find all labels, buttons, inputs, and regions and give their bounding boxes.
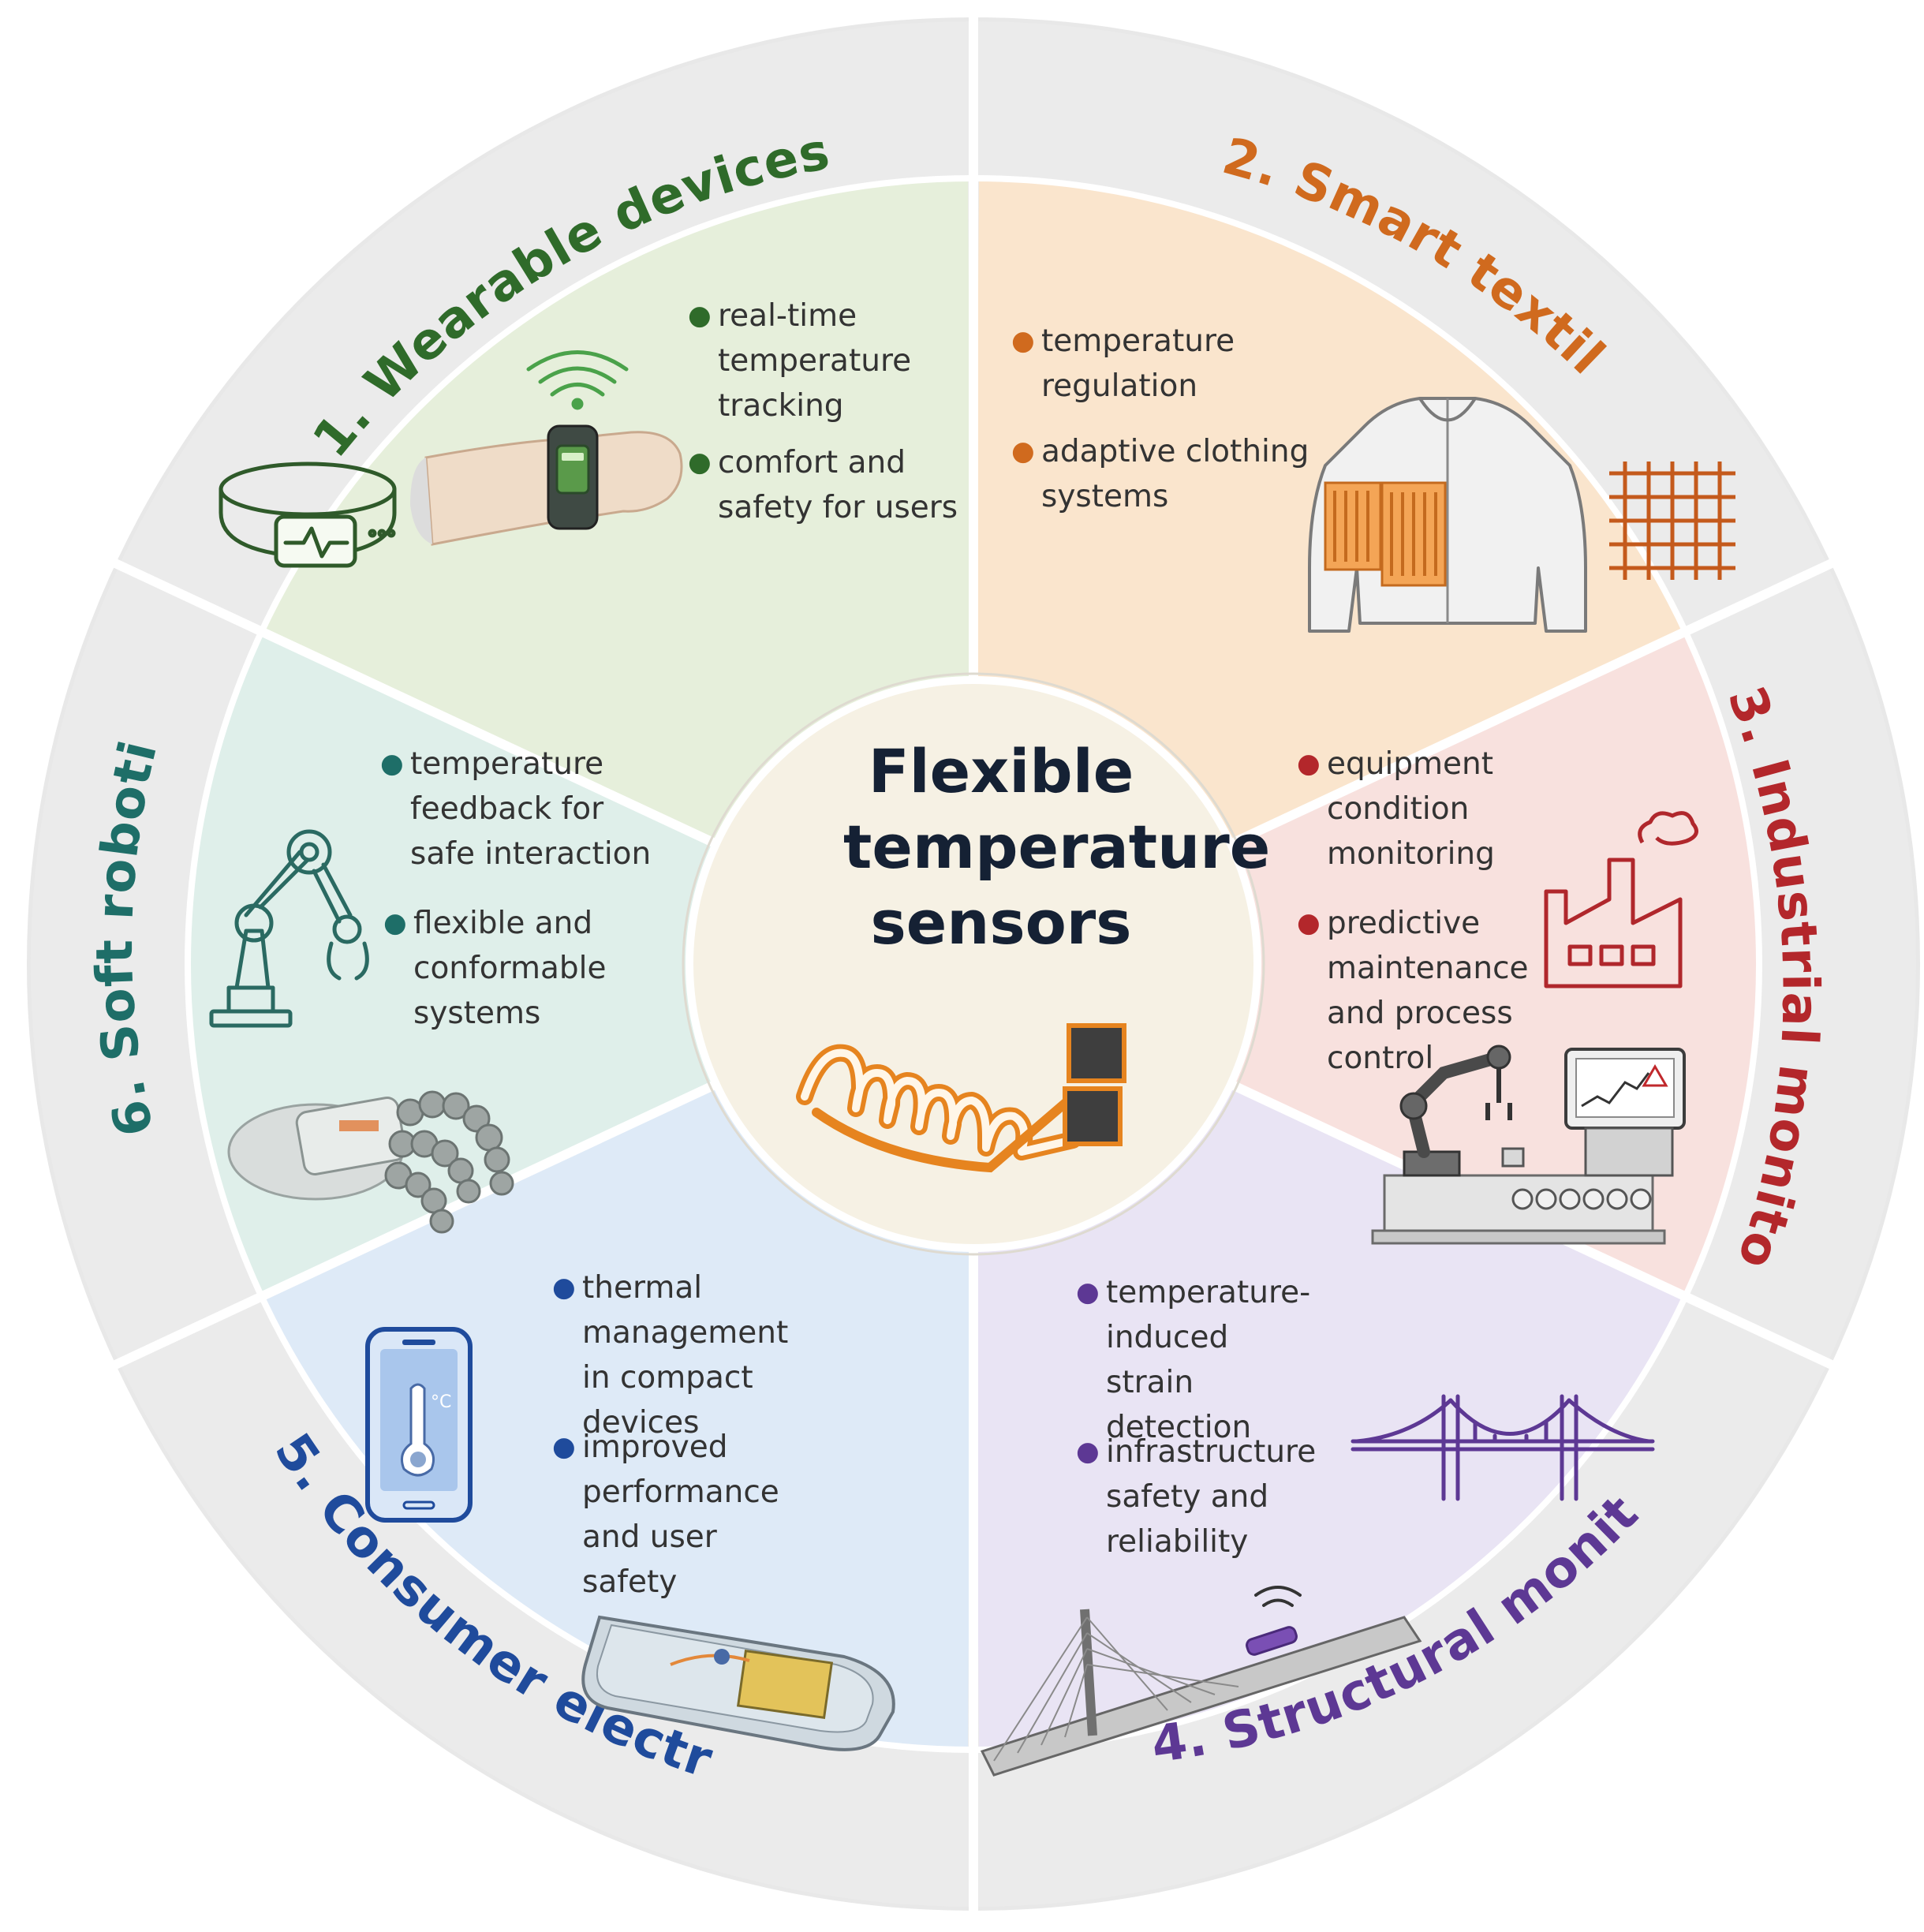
bullet-dot: ● bbox=[1297, 907, 1321, 939]
bullet-dot: ● bbox=[552, 1431, 576, 1463]
center-title-line-2: temperature bbox=[843, 812, 1271, 882]
robotics-bullet-1: ●temperature feedback for safe interacti… bbox=[380, 742, 663, 876]
center-circle-edge bbox=[682, 672, 1265, 1256]
smartphone-internal-icon bbox=[581, 1615, 895, 1751]
monitor-chart-icon bbox=[1564, 1048, 1686, 1177]
soft-gripper-icon bbox=[227, 1090, 514, 1234]
robotics-bullet-2: ●flexible and conformable systems bbox=[383, 901, 618, 1036]
center-title-line-1: Flexible bbox=[868, 736, 1134, 806]
suspension-bridge-icon bbox=[1351, 1394, 1655, 1501]
bullet-dot: ● bbox=[552, 1272, 576, 1303]
serpentine-sensor-icon bbox=[796, 1023, 1126, 1173]
center-title: Flexible temperature sensors bbox=[843, 734, 1271, 961]
structural-bullet-2: ●infrastructure safety and reliability bbox=[1076, 1429, 1316, 1564]
bullet-dot: ● bbox=[688, 300, 712, 331]
bullet-dot: ● bbox=[380, 748, 404, 779]
wearable-bullet-2: ●comfort and safety for users bbox=[688, 440, 970, 530]
fitness-band-icon bbox=[219, 462, 397, 568]
robot-arm-icon bbox=[209, 829, 369, 1028]
textile-mesh-icon bbox=[1609, 462, 1735, 580]
bullet-dot: ● bbox=[1297, 748, 1321, 779]
bullet-dot: ● bbox=[1011, 435, 1035, 467]
textiles-bullet-1: ●temperature regulation bbox=[1011, 319, 1246, 409]
bullet-dot: ● bbox=[383, 907, 407, 939]
bullet-dot: ● bbox=[1076, 1276, 1100, 1308]
center-title-line-3: sensors bbox=[870, 888, 1132, 958]
smartwatch-icon bbox=[410, 424, 683, 546]
wifi-signal-icon bbox=[526, 350, 629, 410]
consumer-bullet-1: ●thermal management in compact devices bbox=[552, 1265, 819, 1445]
wearable-bullet-1: ●real-time temperature tracking bbox=[688, 293, 955, 428]
phone-thermometer-icon: °C bbox=[365, 1327, 473, 1523]
robot-arm-icon bbox=[1371, 1044, 1666, 1245]
bullet-dot: ● bbox=[1011, 325, 1035, 357]
consumer-bullet-2: ●improved performance and user safety bbox=[552, 1425, 803, 1605]
textiles-bullet-2: ●adaptive clothing systems bbox=[1011, 429, 1325, 519]
sector-industrial-monitoring bbox=[973, 631, 1759, 1297]
cable-bridge-icon bbox=[980, 1586, 1422, 1777]
factory-icon bbox=[1544, 811, 1698, 988]
celsius-unit-label: °C bbox=[431, 1392, 451, 1412]
sector-outer-boundary bbox=[185, 175, 1762, 1753]
bullet-dot: ● bbox=[688, 447, 712, 478]
industrial-bullet-1: ●equipment condition monitoring bbox=[1297, 742, 1532, 876]
structural-bullet-1: ●temperature-induced strain detection bbox=[1076, 1270, 1311, 1450]
industrial-bullet-2: ●predictive maintenance and process cont… bbox=[1297, 901, 1529, 1081]
heated-jacket-icon bbox=[1308, 397, 1587, 633]
bullet-dot: ● bbox=[1076, 1436, 1100, 1467]
